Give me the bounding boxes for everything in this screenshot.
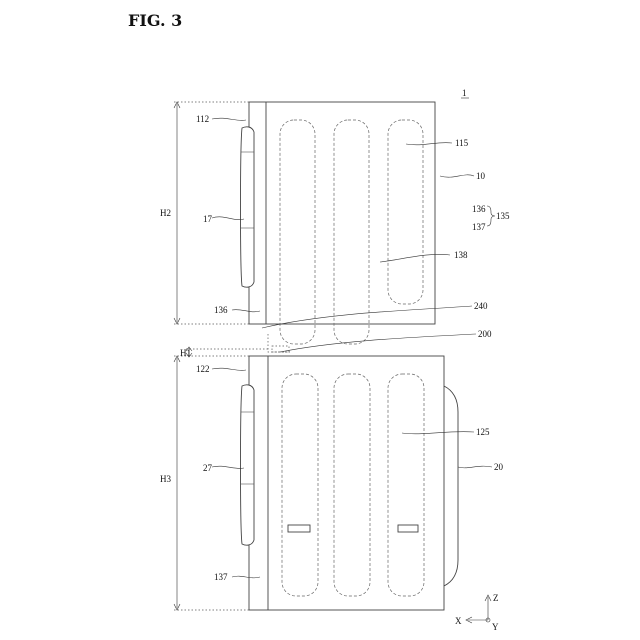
label-20: 20 (494, 462, 504, 472)
label-138: 138 (454, 250, 468, 260)
bottom-slot-right (398, 525, 418, 532)
leader-20 (458, 466, 492, 468)
label-122: 122 (196, 364, 210, 374)
label-136-left: 136 (214, 305, 228, 315)
top-door (241, 127, 255, 287)
bottom-cabinet (249, 356, 444, 610)
junction-outline (268, 334, 290, 352)
label-137-left: 137 (214, 572, 228, 582)
brace-135 (487, 206, 495, 226)
top-cabinet (249, 102, 435, 324)
bottom-slot-left (288, 525, 310, 532)
junction-slot (272, 346, 289, 352)
bottom-unit (249, 356, 458, 610)
axis-indicator: Z X Y (455, 593, 499, 632)
figure-title: FIG. 3 (128, 11, 182, 30)
label-device: 1 (462, 88, 467, 98)
leader-10 (440, 175, 474, 177)
leader-136-left (232, 310, 260, 312)
label-135: 135 (496, 211, 510, 221)
top-pad-1 (280, 120, 315, 344)
bottom-pad-3 (388, 374, 424, 596)
leader-17 (212, 217, 244, 220)
top-unit (249, 102, 435, 344)
bottom-door (241, 385, 255, 545)
leader-122 (212, 368, 246, 370)
bottom-pad-1 (282, 374, 318, 596)
label-10: 10 (476, 171, 486, 181)
label-17: 17 (203, 214, 213, 224)
top-pad-2 (334, 120, 369, 344)
label-27: 27 (203, 463, 213, 473)
top-pad-3 (388, 120, 423, 304)
axis-label-z: Z (493, 593, 499, 603)
label-125: 125 (476, 427, 490, 437)
label-137-right: 137 (472, 222, 486, 232)
label-h1: H1 (180, 348, 191, 358)
label-h2: H2 (160, 208, 171, 218)
axis-label-y: Y (492, 622, 499, 632)
reference-labels: 112 17 H2 136 115 10 136 137 135 138 240… (160, 114, 510, 582)
top-handle-body (241, 127, 255, 287)
label-115: 115 (455, 138, 469, 148)
label-240: 240 (474, 301, 488, 311)
label-136-right: 136 (472, 204, 486, 214)
label-200: 200 (478, 329, 492, 339)
leader-115 (406, 143, 452, 145)
leader-112 (212, 118, 246, 120)
label-112: 112 (196, 114, 209, 124)
bottom-handle-body (241, 385, 255, 545)
leader-200 (280, 334, 476, 352)
leader-240 (262, 306, 472, 328)
label-h3: H3 (160, 474, 171, 484)
junction (268, 334, 290, 352)
axis-label-x: X (455, 616, 462, 626)
leader-27 (212, 466, 244, 468)
leader-125 (402, 432, 474, 434)
leader-137-left (232, 576, 260, 578)
leader-138 (380, 254, 450, 262)
bottom-pad-2 (334, 374, 370, 596)
bottom-side-bulge (444, 386, 458, 586)
